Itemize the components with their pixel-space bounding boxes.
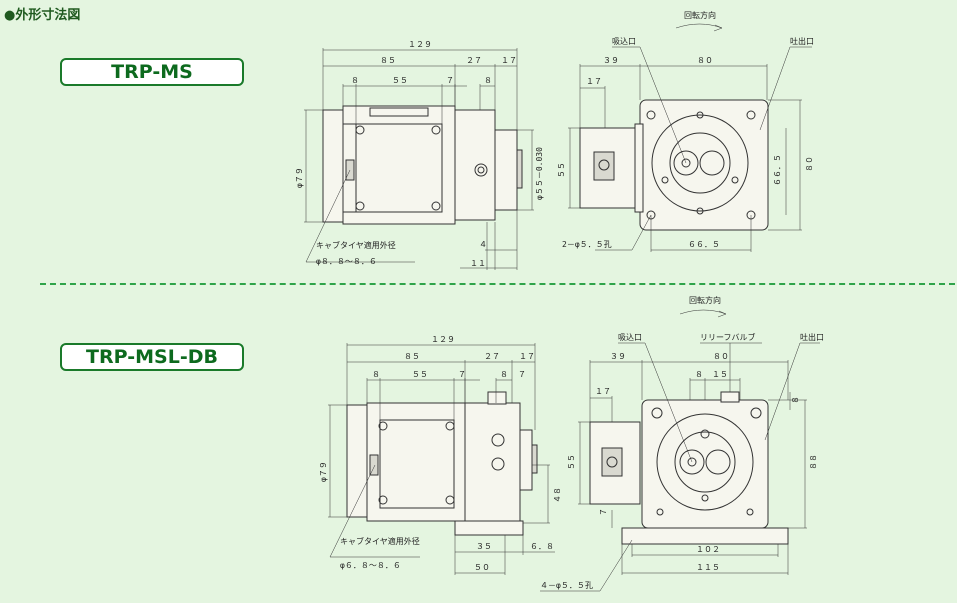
dim-15: １５ <box>712 370 728 379</box>
tire-range: φ６．８～８．６ <box>340 561 401 570</box>
dim-8a: ８ <box>372 370 380 379</box>
tire-range: φ８．８～８．６ <box>316 257 377 266</box>
dim-39: ３９ <box>610 352 626 361</box>
dim-55: ５５ <box>412 370 428 379</box>
dim-7: ７ <box>446 76 454 85</box>
dim-55: ５５ <box>567 454 576 470</box>
section-divider <box>40 283 955 285</box>
dim-phi79: φ７９ <box>295 167 304 188</box>
suction-port-label: 吸込口 <box>612 37 636 46</box>
dim-80: ８０ <box>697 56 713 65</box>
dim-8a: ８ <box>351 76 359 85</box>
dim-102: １０２ <box>696 545 720 554</box>
dim-129: １２９ <box>431 335 455 344</box>
dim-7: ７ <box>458 370 466 379</box>
trp-msl-db-side-view: １２９ ８５ ２７ １７ ８ ５５ ７ ８ ７ φ７９ ４８ ３５ ６．８ ５０… <box>319 335 562 575</box>
dim-phi55: φ５５－0.030 <box>535 147 544 200</box>
dim-115: １１５ <box>696 563 720 572</box>
dim-8-v: ８ <box>791 396 800 404</box>
model-label-trp-ms: TRP-MS <box>60 58 244 86</box>
dim-35: ３５ <box>476 542 492 551</box>
trp-ms-front-view: 回転方向 <box>557 10 814 252</box>
dim-55: ５５ <box>557 162 566 178</box>
discharge-port-label: 吐出口 <box>800 332 824 342</box>
dim-85: ８５ <box>380 56 396 65</box>
relief-valve-label: リリーフバルブ <box>700 332 756 342</box>
holes-label: ４－φ５．５孔 <box>540 581 593 590</box>
dim-27: ２７ <box>466 56 482 65</box>
dim-7: ７ <box>599 508 608 516</box>
dim-55: ５５ <box>392 76 408 85</box>
trp-ms-side-view: １２９ ８５ ２７ １７ ８ ５５ ７ ８ φ７９ φ５５－0.030 ４ １１… <box>295 40 544 270</box>
dim-17: １７ <box>595 387 611 396</box>
tire-label: キャブタイヤ適用外径 <box>340 536 420 546</box>
dim-66-5-w: ６６．５ <box>688 240 720 249</box>
dim-66-5-h: ６６．５ <box>773 154 782 186</box>
dim-7b: ７ <box>518 370 526 379</box>
dim-8b: ８ <box>500 370 508 379</box>
dim-11: １１ <box>470 259 486 268</box>
dim-4: ４ <box>479 240 487 249</box>
dim-17: １７ <box>519 352 535 361</box>
dim-85: ８５ <box>404 352 420 361</box>
rotation-label: 回転方向 <box>684 10 716 20</box>
dim-48: ４８ <box>553 487 562 503</box>
trp-msl-db-front-view: 回転方向 <box>540 295 824 592</box>
dim-8: ８ <box>695 370 703 379</box>
dim-88: ８８ <box>809 454 818 470</box>
rotation-label: 回転方向 <box>689 295 721 305</box>
dim-17: １７ <box>586 77 602 86</box>
dim-80-v: ８０ <box>805 156 814 172</box>
dim-8b: ８ <box>484 76 492 85</box>
tire-label: キャブタイヤ適用外径 <box>316 240 396 250</box>
dim-50: ５０ <box>474 563 490 572</box>
holes-label: 2－φ５．５孔 <box>562 240 612 249</box>
dim-39: ３９ <box>603 56 619 65</box>
discharge-port-label: 吐出口 <box>790 36 814 46</box>
dim-27: ２７ <box>484 352 500 361</box>
section-heading: ●外形寸法図 <box>4 8 81 23</box>
dim-phi79: φ７９ <box>319 461 328 482</box>
dim-6-8: ６．８ <box>530 542 554 551</box>
model-label-trp-msl-db: TRP-MSL-DB <box>60 343 244 371</box>
suction-port-label: 吸込口 <box>618 333 642 342</box>
dim-129: １２９ <box>408 40 432 49</box>
dim-17: １７ <box>501 56 517 65</box>
dim-80: ８０ <box>713 352 729 361</box>
